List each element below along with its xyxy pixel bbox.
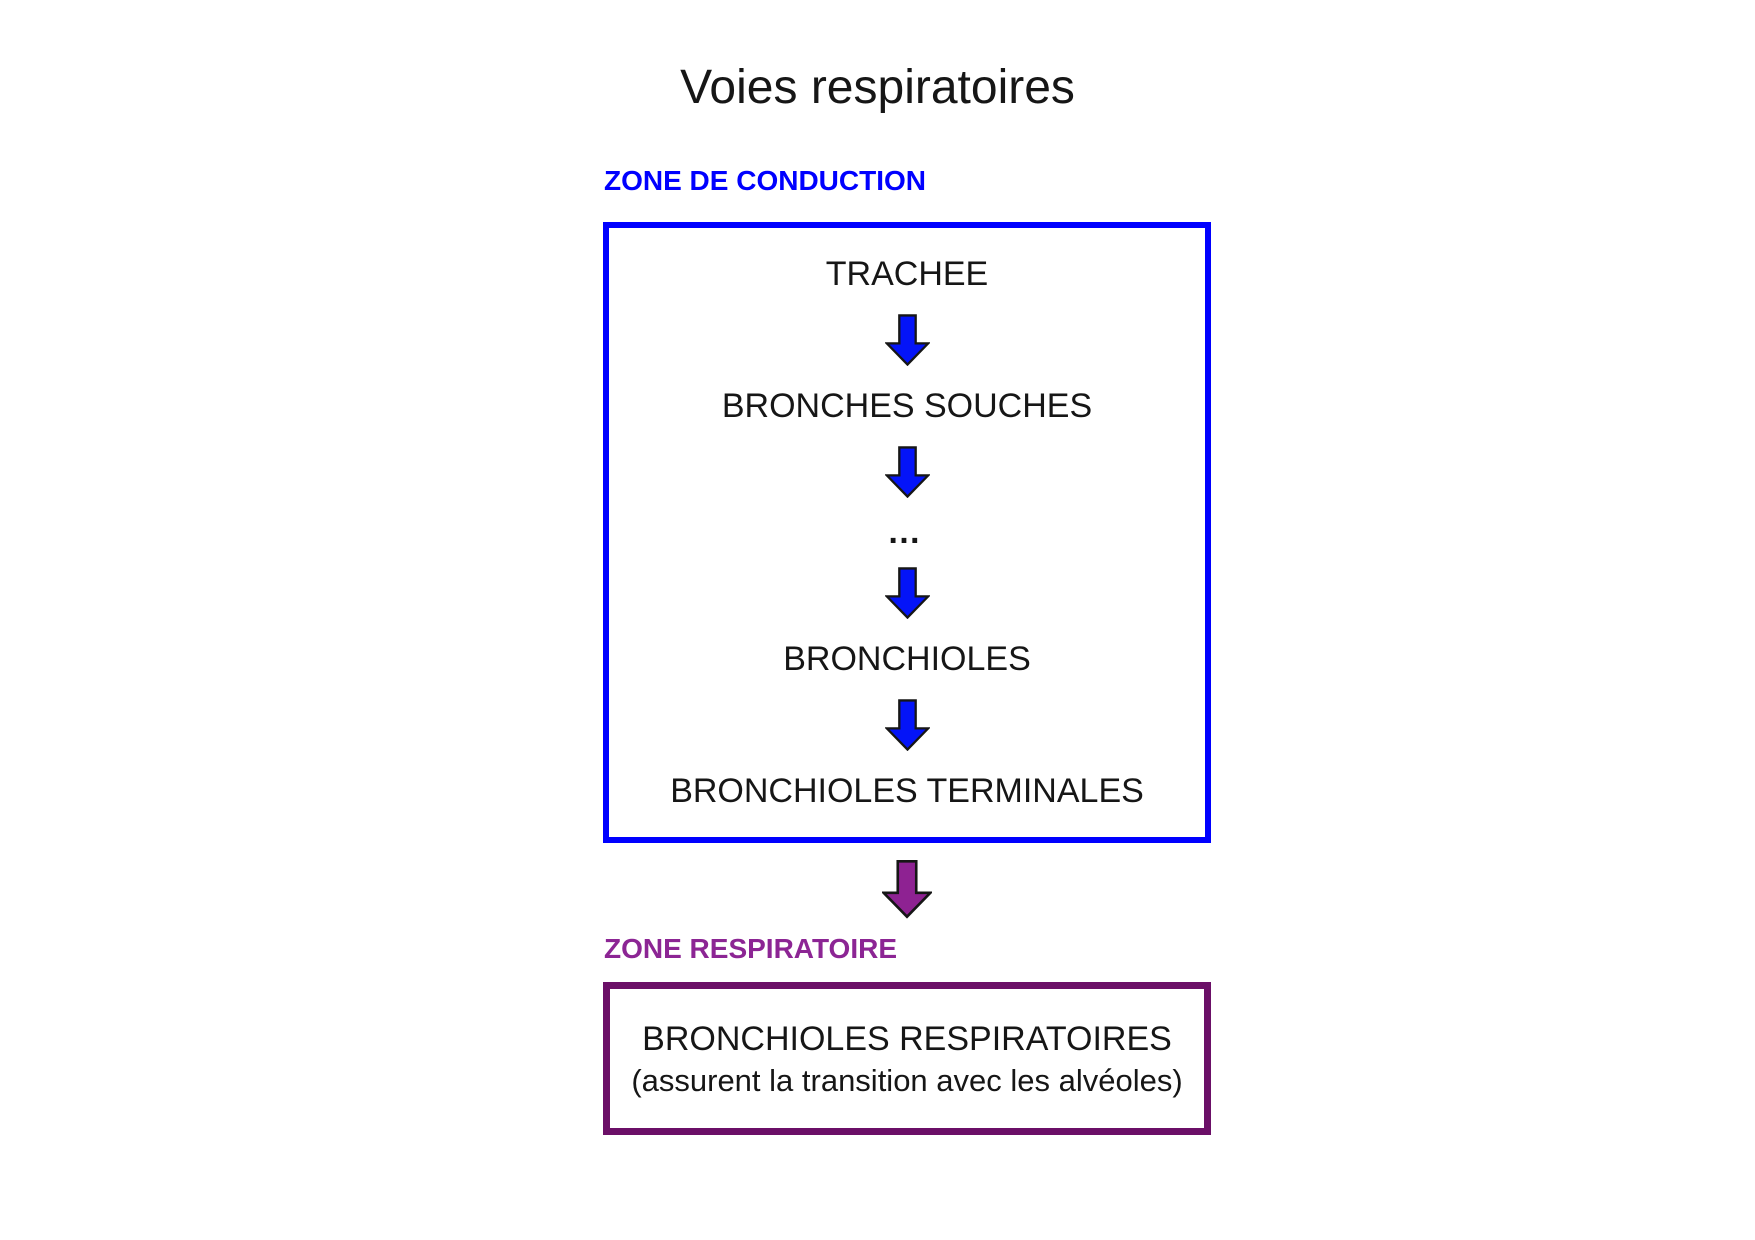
conduction-zone-label: ZONE DE CONDUCTION	[604, 165, 926, 196]
step-bronchioles-terminales: BRONCHIOLES TERMINALES	[670, 772, 1144, 811]
step-bronchioles: BRONCHIOLES	[783, 640, 1031, 679]
page-title: Voies respiratoires	[680, 61, 1075, 114]
down-arrow-icon	[884, 567, 930, 620]
respiratory-zone-label: ZONE RESPIRATOIRE	[604, 933, 898, 964]
down-arrow-icon	[884, 699, 930, 752]
down-arrow-icon	[884, 445, 930, 498]
down-arrow-icon	[884, 314, 930, 366]
step-trachee: TRACHEE	[825, 254, 989, 293]
step-bronches-souches: BRONCHES SOUCHES	[721, 386, 1093, 425]
respiratory-zone-box: BRONCHIOLES RESPIRATOIRES (assurent la t…	[603, 982, 1211, 1135]
down-arrow-icon	[882, 859, 932, 919]
respiratory-box-subtitle: (assurent la transition avec les alvéole…	[631, 1062, 1183, 1098]
respiratory-box-title: BRONCHIOLES RESPIRATOIRES	[642, 1019, 1172, 1058]
step-ellipsis: …	[887, 513, 927, 552]
conduction-zone-box: TRACHEE BRONCHES SOUCHES … BRONCHIOLES B…	[603, 222, 1211, 843]
